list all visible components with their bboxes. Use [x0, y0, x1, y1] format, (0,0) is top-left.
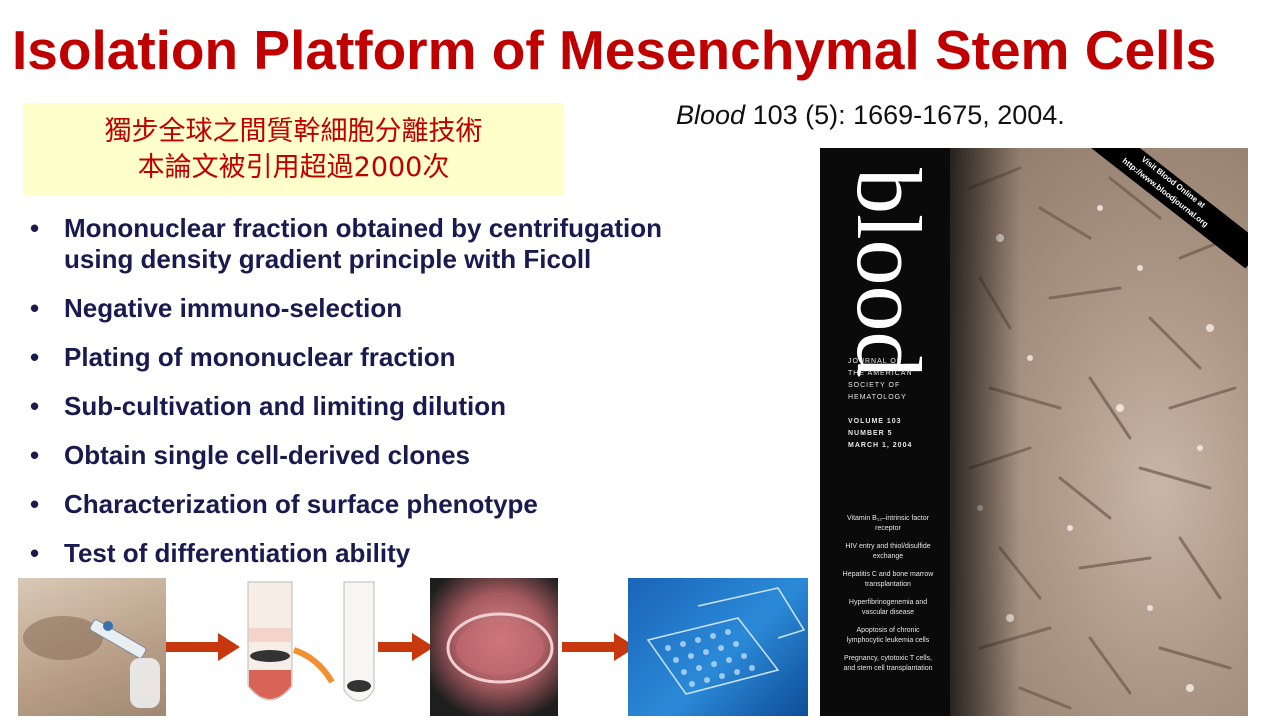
bullet-text: Test of differentiation ability: [64, 538, 411, 568]
bullet-dot: •: [30, 293, 40, 323]
process-arrow: [562, 633, 636, 661]
bone-marrow-aspiration-photo: [18, 578, 166, 716]
cover-journal-of: JOURNAL OF THE AMERICAN SOCIETY OF HEMAT…: [848, 356, 913, 404]
journal-of-line: JOURNAL OF: [848, 358, 903, 365]
bullet-dot: •: [30, 213, 40, 243]
bullet-list: • Mononuclear fraction obtained by centri…: [30, 213, 790, 587]
contents-item: Hepatitis C and bone marrow transplantat…: [842, 571, 934, 588]
journal-of-line: THE AMERICAN: [848, 370, 913, 377]
petri-dish-icon: [446, 612, 554, 684]
bullet-item: • Plating of mononuclear fraction: [30, 342, 790, 373]
bullet-dot: •: [30, 440, 40, 470]
citation-details: 103 (5): 1669-1675, 2004.: [745, 100, 1065, 130]
bullet-text: Sub-cultivation and limiting dilution: [64, 391, 506, 421]
journal-of-line: HEMATOLOGY: [848, 394, 907, 401]
well-plate-photo: [628, 578, 808, 716]
citation: Blood 103 (5): 1669-1675, 2004.: [676, 100, 1065, 131]
contents-item: Vitamin B₁₂–intrinsic factor receptor: [847, 515, 929, 532]
journal-of-line: SOCIETY OF: [848, 382, 901, 389]
bullet-item: • Test of differentiation ability: [30, 538, 790, 569]
culture-dish-photo: [430, 578, 558, 716]
process-arrow: [378, 633, 434, 661]
bullet-item: • Mononuclear fraction obtained by centri…: [30, 213, 790, 275]
highlight-line-1: 獨步全球之間質幹細胞分離技術: [104, 116, 483, 147]
issue-line: VOLUME 103: [848, 418, 902, 425]
issue-line: NUMBER 5: [848, 430, 893, 437]
bullet-text: Mononuclear fraction obtained by centrif…: [64, 213, 663, 243]
slide-title: Isolation Platform of Mesenchymal Stem C…: [12, 19, 1217, 81]
cover-issue-info: VOLUME 103 NUMBER 5 MARCH 1, 2004: [848, 416, 912, 452]
contents-item: Hyperfibrinogenemia and vascular disease: [848, 599, 928, 616]
bullet-dot: •: [30, 489, 40, 519]
journal-cover-image: Visit Blood Online at http://www.bloodjo…: [820, 148, 1248, 716]
bullet-text-continued: using density gradient principle with Fi…: [64, 244, 592, 274]
bullet-item: • Characterization of surface phenotype: [30, 489, 790, 520]
bullet-text: Obtain single cell-derived clones: [64, 440, 471, 470]
contents-item: Apoptosis of chronic lymphocytic leukemi…: [846, 627, 930, 644]
bullet-text: Negative immuno-selection: [64, 293, 403, 323]
process-arrow: [166, 633, 240, 661]
bullet-item: • Negative immuno-selection: [30, 293, 790, 324]
bullet-dot: •: [30, 538, 40, 568]
bullet-dot: •: [30, 342, 40, 372]
bullet-dot: •: [30, 391, 40, 421]
bullet-text: Plating of mononuclear fraction: [64, 342, 456, 372]
density-gradient-tubes: [240, 578, 380, 716]
contents-item: Pregnancy, cytotoxic T cells, and stem c…: [843, 655, 933, 672]
issue-line: MARCH 1, 2004: [848, 442, 913, 449]
contents-item: HIV entry and thiol/disulfide exchange: [845, 543, 931, 560]
cover-shadow: [930, 148, 1020, 716]
citation-journal: Blood: [676, 100, 746, 130]
highlight-line-2: 本論文被引用超過2000次: [137, 152, 450, 183]
bullet-item: • Obtain single cell-derived clones: [30, 440, 790, 471]
centrifuge-tubes-icon: [247, 581, 375, 702]
cover-contents: Vitamin B₁₂–intrinsic factor receptor HI…: [838, 514, 938, 682]
highlight-box: 獨步全球之間質幹細胞分離技術 本論文被引用超過2000次: [23, 103, 564, 195]
syringe-icon: [23, 616, 160, 708]
cover-masthead: blood: [838, 168, 940, 378]
bullet-item: • Sub-cultivation and limiting dilution: [30, 391, 790, 422]
bullet-text: Characterization of surface phenotype: [64, 489, 538, 519]
multiwell-plate-icon: [646, 587, 806, 695]
